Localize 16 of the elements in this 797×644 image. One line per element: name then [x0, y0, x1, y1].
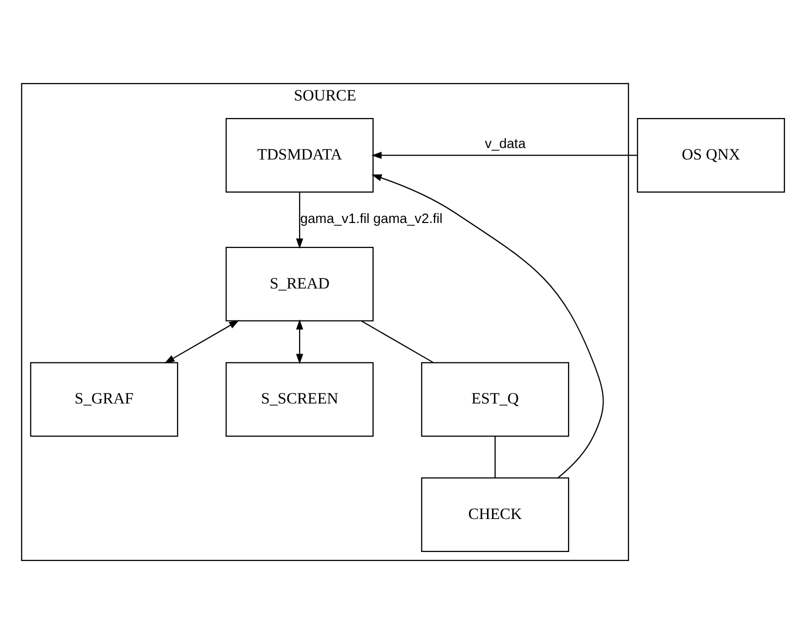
- node-box: S_GRAF: [30, 362, 178, 437]
- edge-label: v_data: [484, 136, 526, 152]
- node-box: S_SCREEN: [226, 362, 374, 437]
- node-box: EST_Q: [421, 362, 570, 437]
- arrow: [296, 192, 304, 249]
- node-box: CHECK: [421, 477, 570, 552]
- connector: [494, 436, 496, 478]
- arrow: [296, 319, 304, 364]
- node-box: TDSMDATA: [226, 118, 374, 193]
- node-box: OS QNX: [636, 118, 785, 193]
- node-box: S_READ: [226, 246, 374, 322]
- arrow: [164, 320, 240, 364]
- arrow: [372, 174, 604, 478]
- connector: [361, 320, 434, 364]
- edge-label: gama_v1.fil gama_v2.fil: [300, 211, 443, 226]
- arrow: [371, 152, 638, 159]
